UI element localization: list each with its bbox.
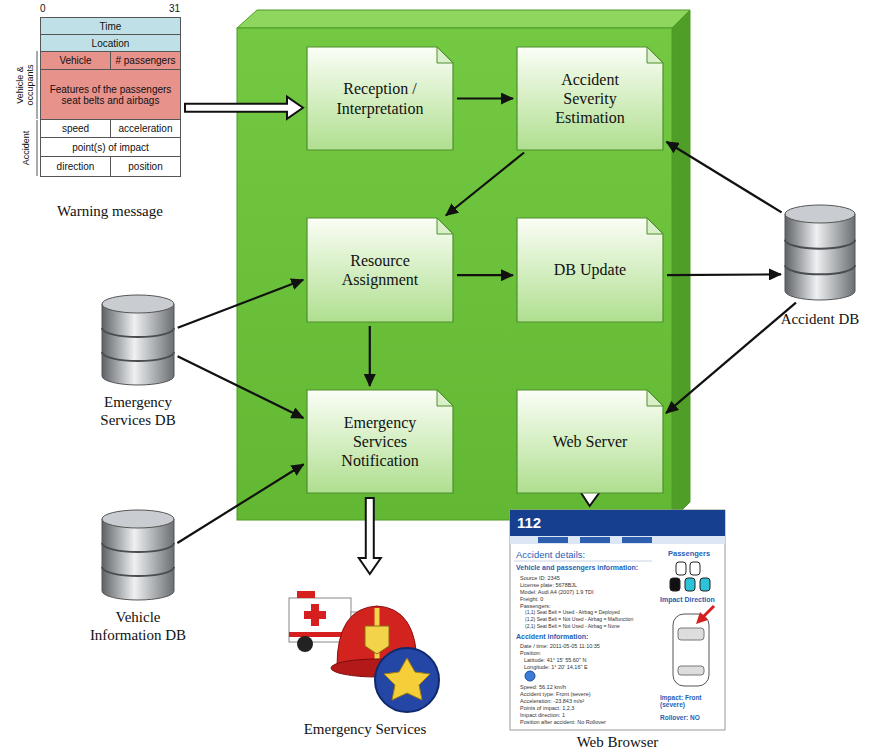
- hollow-arrow: [184, 97, 303, 119]
- box-label: Resource Assignment: [319, 251, 441, 289]
- box-label: Web Server: [553, 432, 628, 451]
- process-box: Emergency Services Notification: [307, 390, 453, 493]
- process-box: DB Update: [517, 218, 663, 322]
- table-cell: acceleration: [110, 119, 181, 138]
- table-cell: Location: [40, 34, 181, 52]
- box-label: Emergency Services Notification: [326, 413, 434, 471]
- hollow-arrow: [359, 497, 381, 574]
- cylinder-shape: [102, 510, 174, 600]
- emergency-vehicles-icon: [285, 578, 445, 715]
- table-cell: point(s) of impact: [40, 137, 181, 157]
- flow-arrow: [457, 275, 513, 276]
- box-label: DB Update: [554, 260, 626, 279]
- services-icon: Emergency Services: [285, 578, 445, 715]
- database-cylinder: Emergency Services DB: [102, 295, 174, 385]
- browser-screenshot: Web Browser112Accident details:Vehicle a…: [510, 510, 725, 730]
- page-text: Impact Direction: [660, 596, 715, 604]
- page-text: (2,1) Seat Belt = Not Used - Airbag = No…: [525, 624, 620, 630]
- node-caption: Emergency Services: [280, 720, 450, 738]
- page-text: Accident details:: [516, 550, 585, 561]
- box-label: Accident Severity Estimation: [536, 70, 644, 128]
- group-label: Accident: [18, 119, 34, 176]
- flow-arrow: [666, 303, 796, 414]
- page-text: Points of impact: 1,2,3: [520, 705, 574, 711]
- process-box: Reception / Interpretation: [307, 47, 453, 150]
- page-text: Freight: 0: [520, 596, 543, 602]
- flow-arrow: [178, 356, 304, 418]
- group-label: Vehicle & occupants: [13, 51, 39, 119]
- page-text: Impact: Front (severe): [660, 694, 724, 709]
- table-cell: Time: [40, 17, 181, 35]
- node-caption: Vehicle Information DB: [83, 608, 193, 644]
- page-text: Source ID: 2345: [520, 575, 560, 581]
- page-text: Position:: [520, 650, 541, 656]
- panel-top: [237, 10, 690, 28]
- flow-arrow: [457, 98, 513, 99]
- page-text: Model: Audi A4 (2007) 1.9 TDI: [520, 589, 594, 595]
- panel-side: [672, 10, 690, 520]
- page-text: License plate: 5678BJL: [520, 582, 577, 588]
- database-cylinder: Vehicle Information DB: [102, 510, 174, 600]
- process-box: Accident Severity Estimation: [517, 47, 663, 150]
- table-cell: # passengers: [110, 51, 181, 70]
- page-text: (1,1) Seat Belt = Used - Airbag = Deploy…: [525, 610, 620, 616]
- page-text: Passengers:: [520, 603, 551, 609]
- database-cylinder: Accident DB: [785, 205, 855, 300]
- flow-arrow: [178, 280, 304, 328]
- page-text: Longitude: 1° 20' 14.16" E: [524, 664, 588, 670]
- table-cell: speed: [40, 119, 111, 138]
- table-cell: direction: [40, 156, 111, 177]
- box-outline: [307, 218, 453, 322]
- cylinder-shape: [785, 205, 855, 300]
- page-text: Date / time: 2011-05-05 11:10:35: [520, 643, 600, 649]
- bit-number: 0: [40, 2, 54, 15]
- flow-arrow: [667, 274, 781, 276]
- flow-arrow: [446, 153, 524, 216]
- table-cell: position: [110, 156, 181, 177]
- box-outline: [307, 47, 453, 150]
- page-text: Speed: 56.12 km/h: [520, 684, 566, 690]
- table-cell: Vehicle: [40, 51, 111, 70]
- flow-arrow: [666, 142, 781, 213]
- page-text: 112: [517, 514, 541, 531]
- node-caption: Emergency Services DB: [88, 393, 188, 429]
- page-text: Accident type: Front (severe): [520, 691, 591, 697]
- page-text: Passengers: [668, 550, 710, 559]
- page-text: Acceleration: -23.843 m/s²: [520, 698, 584, 704]
- cylinder-shape: [102, 295, 174, 385]
- node-caption: Web Browser: [548, 733, 688, 751]
- page-text: Vehicle and passengers information:: [516, 564, 638, 572]
- bit-number: 31: [162, 2, 180, 15]
- flow-arrow: [177, 464, 303, 543]
- page-text: Accident information:: [516, 633, 588, 641]
- panel-front: [237, 28, 672, 520]
- node-caption: Accident DB: [765, 310, 875, 328]
- page-text: (1,2) Seat Belt = Not Used - Airbag = Ma…: [525, 617, 633, 623]
- flow-arrow: [369, 326, 370, 386]
- page-text: Rollover: NO: [660, 714, 700, 721]
- table-cell: Features of the passengers seat belts an…: [40, 69, 181, 120]
- page-text: Impact direction: 1: [520, 712, 565, 718]
- page-text: Latitude: 41° 15' 55.60" N: [524, 657, 586, 663]
- node-caption: Warning message: [35, 202, 185, 220]
- process-box: Web Server: [517, 390, 663, 493]
- page-text: Position after accident: No Rollover: [520, 719, 606, 725]
- message-table: Warning message031TimeLocationVehicle# p…: [40, 17, 180, 176]
- box-label: Reception / Interpretation: [319, 79, 441, 117]
- process-box: Resource Assignment: [307, 218, 453, 322]
